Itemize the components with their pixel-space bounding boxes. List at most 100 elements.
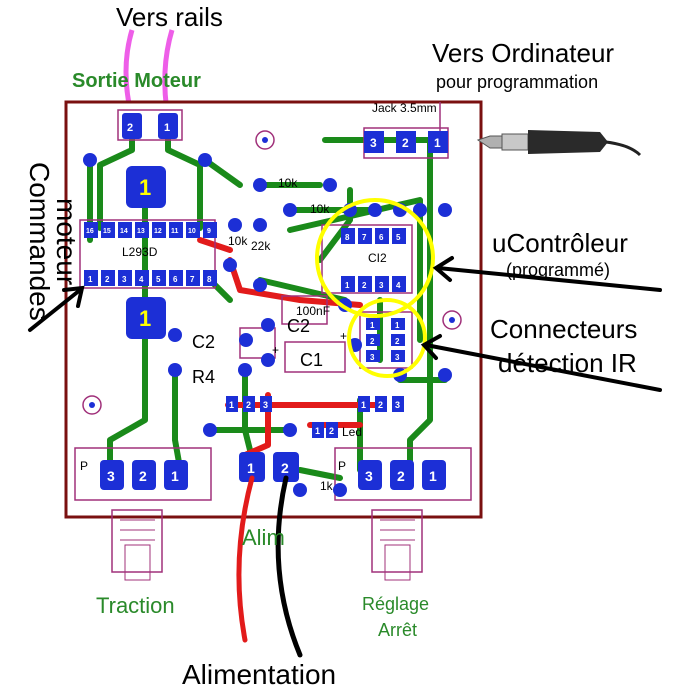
label-reglage: Réglage xyxy=(362,594,429,614)
led-label: Led xyxy=(342,425,362,439)
led-pin-1: 1 xyxy=(315,426,320,436)
resistor-10k-b: 10k xyxy=(310,202,330,216)
l293d-pin-13: 13 xyxy=(137,228,145,235)
jack-connector: 3 2 1 xyxy=(364,131,448,153)
l293d-label: L293D xyxy=(122,245,158,259)
ir-pin-1a: 1 xyxy=(370,321,375,330)
l293d-chip xyxy=(84,222,217,286)
label-traction: Traction xyxy=(96,593,175,618)
label-ucontroleur: uContrôleur xyxy=(492,228,628,258)
plus-sign-2: + xyxy=(340,329,347,343)
label-alimentation: Alimentation xyxy=(182,659,336,690)
ci2-pin-2: 2 xyxy=(362,281,367,290)
l293d-pin-2: 2 xyxy=(105,275,110,284)
l293d-pin-7: 7 xyxy=(190,275,195,284)
capacitor-c1: C1 xyxy=(300,350,323,370)
l293d-pin-labels: 16 15 14 13 12 11 10 9 1 2 3 4 5 6 7 8 L… xyxy=(86,228,212,284)
label-detection-ir: détection IR xyxy=(498,348,637,378)
large-pads: 1 1 xyxy=(126,166,166,339)
motor-pin-1: 1 xyxy=(164,122,170,134)
ci2-chip xyxy=(341,228,406,292)
ci2-pin-3: 3 xyxy=(379,281,384,290)
ci2-pin-4: 4 xyxy=(396,281,401,290)
resistor-10k-c: 10k xyxy=(228,234,248,248)
plus-sign: + xyxy=(272,343,279,357)
l293d-pin-8: 8 xyxy=(207,275,212,284)
ci2-label: CI2 xyxy=(368,251,387,265)
l293d-pin-3: 3 xyxy=(122,275,127,284)
label-programme: (programmé) xyxy=(506,260,610,280)
pot-right-pin-1: 1 xyxy=(429,468,437,484)
label-moteur: moteur xyxy=(51,198,82,285)
l293d-pin-4: 4 xyxy=(139,275,144,284)
l293d-pin-1: 1 xyxy=(88,275,93,284)
resistor-r4: R4 xyxy=(192,367,215,387)
l293d-pin-11: 11 xyxy=(171,228,179,235)
alim-connector: 1 2 xyxy=(239,452,299,482)
mounting-holes xyxy=(82,130,462,415)
motor-pin-2: 2 xyxy=(127,122,133,134)
power-wires xyxy=(236,475,303,658)
ci2-pin-5: 5 xyxy=(396,233,401,242)
label-commandes: Commandes xyxy=(24,162,55,321)
label-pour-programmation: pour programmation xyxy=(436,72,598,92)
pot-left-pin-3: 3 xyxy=(107,468,115,484)
l293d-pin-6: 6 xyxy=(173,275,178,284)
pot-right-label: P xyxy=(338,459,346,473)
pot-left: 3 2 1 P xyxy=(80,459,188,490)
ci2-pin-8: 8 xyxy=(345,233,350,242)
pot-left-label: P xyxy=(80,459,88,473)
ir-pin-3a: 3 xyxy=(370,353,375,362)
resistor-22k: 22k xyxy=(251,239,271,253)
ir-pin-2a: 2 xyxy=(370,337,375,346)
pot-left-pin-2: 2 xyxy=(139,468,147,484)
ci2-pin-7: 7 xyxy=(362,233,367,242)
alim-pin-2: 2 xyxy=(281,460,289,476)
ir-connector: 1 1 2 2 3 3 xyxy=(366,318,405,362)
ir-pin-2b: 2 xyxy=(395,337,400,346)
led-pin-2: 2 xyxy=(329,426,334,436)
alim-pin-1: 1 xyxy=(247,460,255,476)
jack-pin-2: 2 xyxy=(402,136,409,150)
resistor-1k: 1k xyxy=(320,479,334,493)
ir-pin-1b: 1 xyxy=(395,321,400,330)
capacitor-c2-a: C2 xyxy=(192,332,215,352)
l293d-pin-14: 14 xyxy=(120,228,128,235)
arrows xyxy=(28,256,662,392)
component-labels: 10k 10k 10k 22k 100nF C2 C2 C1 R4 1k + +… xyxy=(192,101,437,493)
pot-left-pin-1: 1 xyxy=(171,468,179,484)
silkscreen xyxy=(74,102,472,573)
jack-pin-3: 3 xyxy=(370,136,377,150)
reg-b-pin-2: 2 xyxy=(378,400,383,410)
capacitor-c2-b: C2 xyxy=(287,316,310,336)
regulator-pads: 1 2 3 1 2 3 xyxy=(226,396,404,412)
resistor-10k-a: 10k xyxy=(278,176,298,190)
jack-pin-1: 1 xyxy=(434,136,441,150)
l293d-pin-12: 12 xyxy=(154,228,162,235)
big-pad-top: 1 xyxy=(139,175,151,200)
pot-shafts xyxy=(120,519,415,581)
motor-output-connector: 2 1 xyxy=(122,113,178,139)
label-vers-rails: Vers rails xyxy=(116,2,223,32)
highlight-circles xyxy=(315,198,435,378)
l293d-pin-10: 10 xyxy=(188,228,196,235)
reg-a-pin-3: 3 xyxy=(263,400,268,410)
ir-pin-3b: 3 xyxy=(395,353,400,362)
label-alim: Alim xyxy=(242,525,285,550)
jack-plug-icon xyxy=(476,130,642,157)
l293d-pin-5: 5 xyxy=(156,275,161,284)
label-arret: Arrêt xyxy=(378,620,417,640)
ci2-pin-1: 1 xyxy=(345,281,350,290)
pot-right: 3 2 1 P xyxy=(338,459,446,490)
big-pad-bottom: 1 xyxy=(139,306,151,331)
l293d-pin-15: 15 xyxy=(103,228,111,235)
annotations: Vers rails Sortie Moteur Vers Ordinateur… xyxy=(24,2,637,690)
reg-a-pin-1: 1 xyxy=(229,400,234,410)
reg-b-pin-3: 3 xyxy=(395,400,400,410)
jack-label: Jack 3.5mm xyxy=(372,101,437,115)
reg-b-pin-1: 1 xyxy=(361,400,366,410)
l293d-pin-9: 9 xyxy=(207,228,211,235)
pot-right-pin-3: 3 xyxy=(365,468,373,484)
ci2-pin-labels: 8 7 6 5 1 2 3 4 CI2 xyxy=(345,233,401,290)
